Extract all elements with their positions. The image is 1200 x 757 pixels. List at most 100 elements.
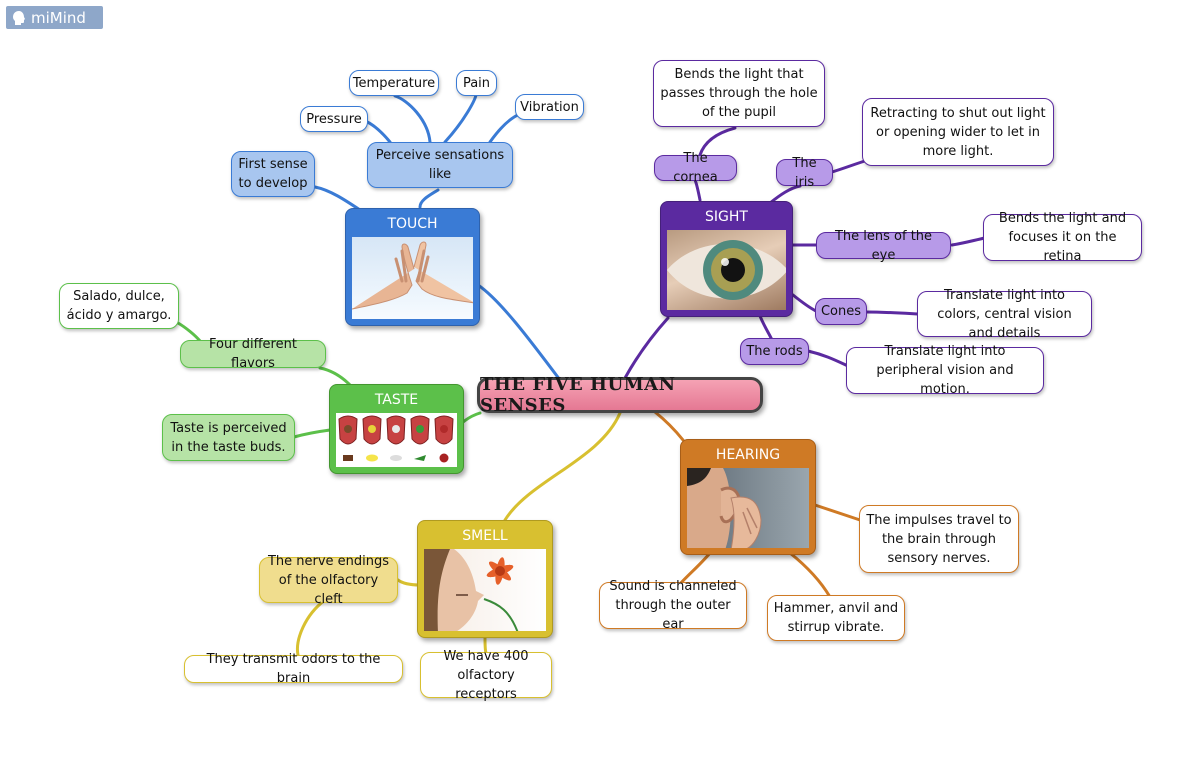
topic-touch-title: TOUCH — [387, 216, 438, 232]
sight-cornea-text: The cornea — [673, 151, 718, 185]
sight-cones-text: Cones — [820, 304, 862, 319]
mimind-logo[interactable]: miMind — [6, 6, 103, 29]
logo-text: miMind — [31, 8, 86, 27]
link-taste — [461, 411, 482, 424]
touch-temperature[interactable]: Temperature — [349, 70, 439, 96]
link-taste-flavors — [318, 366, 352, 387]
smell-transmit[interactable]: They transmit odors to the brain — [184, 652, 403, 686]
link-rods-desc — [806, 349, 850, 368]
sight-rods[interactable]: The rods — [740, 338, 809, 365]
link-perceive-vibration — [488, 112, 522, 144]
topic-smell[interactable]: SMELL — [417, 520, 553, 638]
topic-touch[interactable]: TOUCH — [345, 208, 480, 326]
eye-image — [667, 230, 786, 310]
taste-flavors-text: Four different flavors — [209, 337, 297, 371]
link-perceive-pain — [443, 93, 478, 144]
hearing-channeled-text: Sound is channeled through the outer ear — [609, 579, 737, 632]
link-iris-desc — [830, 158, 870, 174]
smell-transmit-text: They transmit odors to the brain — [206, 652, 381, 686]
sight-iris-text: The iris — [792, 155, 817, 190]
topic-sight[interactable]: SIGHT — [660, 201, 793, 317]
sight-rods-desc[interactable]: Translate light into peripheral vision a… — [846, 344, 1044, 397]
touch-perceive[interactable]: Perceive sensations like — [367, 142, 513, 188]
link-sight-rods — [758, 314, 774, 342]
taste-buds-text: Taste is perceived in the taste buds. — [170, 420, 287, 455]
topic-sight-title: SIGHT — [705, 209, 748, 225]
link-flavors-list — [176, 321, 202, 343]
link-smell — [503, 411, 622, 522]
smell-receptors-text: We have 400 olfactory receptors — [443, 648, 529, 702]
smell-nerve[interactable]: The nerve endings of the olfactory cleft — [259, 554, 398, 607]
sight-iris-desc-text: Retracting to shut out light or opening … — [870, 105, 1046, 159]
woman-flower-icon — [424, 549, 519, 631]
link-touch-perceive — [418, 188, 440, 209]
hearing-impulses-text: The impulses travel to the brain through… — [866, 512, 1012, 566]
smell-image — [424, 549, 546, 631]
touch-perceive-text: Perceive sensations like — [375, 148, 505, 182]
taste-flavors-list[interactable]: Salado, dulce, ácido y amargo. — [59, 283, 179, 329]
touch-pressure-text: Pressure — [306, 111, 362, 127]
hearing-channeled[interactable]: Sound is channeled through the outer ear — [599, 579, 747, 632]
head-icon — [13, 10, 25, 25]
topic-hearing[interactable]: HEARING — [680, 439, 816, 555]
link-perceive-temperature — [393, 94, 432, 144]
sight-cones[interactable]: Cones — [815, 298, 867, 325]
topic-hearing-title: HEARING — [715, 447, 781, 463]
link-hearing-impulses — [813, 503, 862, 522]
central-topic-title: THE FIVE HUMAN SENSES — [480, 374, 676, 416]
sight-rods-desc-text: Translate light into peripheral vision a… — [876, 344, 1014, 397]
touch-temperature-text: Temperature — [352, 75, 436, 91]
ear-image — [687, 468, 809, 548]
link-nerve-transmit — [295, 598, 327, 657]
link-hearing-channeled — [678, 551, 712, 586]
smell-receptors[interactable]: We have 400 olfactory receptors — [420, 649, 552, 702]
taste-flavors[interactable]: Four different flavors — [180, 337, 326, 371]
touch-pain[interactable]: Pain — [456, 70, 497, 96]
hearing-hammer[interactable]: Hammer, anvil and stirrup vibrate. — [767, 595, 905, 641]
link-hearing — [653, 410, 685, 442]
touching-hands-icon — [352, 241, 473, 310]
hearing-hammer-text: Hammer, anvil and stirrup vibrate. — [773, 601, 899, 635]
link-hearing-hammer — [788, 551, 832, 599]
smell-nerve-text: The nerve endings of the olfactory cleft — [267, 553, 390, 607]
sight-iris-desc[interactable]: Retracting to shut out light or opening … — [862, 98, 1054, 166]
link-sight-cones — [791, 293, 818, 313]
ear-icon — [687, 468, 762, 548]
sight-cones-desc-text: Translate light into colors, central vis… — [937, 287, 1072, 341]
topic-smell-title: SMELL — [462, 528, 508, 544]
touch-first-sense[interactable]: First sense to develop — [231, 151, 315, 197]
link-taste-buds — [292, 428, 332, 439]
link-touch — [476, 283, 562, 382]
sight-cornea[interactable]: The cornea — [654, 151, 737, 185]
taste-flavors-list-text: Salado, dulce, ácido y amargo. — [66, 289, 172, 323]
tongues-icon — [338, 415, 454, 463]
touch-pain-text: Pain — [462, 75, 491, 91]
eye-icon — [667, 240, 786, 300]
sight-iris[interactable]: The iris — [776, 156, 833, 190]
hands-image — [352, 237, 473, 319]
sight-cones-desc[interactable]: Translate light into colors, central vis… — [917, 288, 1092, 341]
link-cornea-desc — [698, 126, 737, 157]
link-sight — [623, 316, 670, 380]
sight-cornea-desc[interactable]: Bends the light that passes through the … — [653, 60, 825, 127]
tongues-image — [336, 413, 457, 467]
link-lens-desc — [950, 236, 987, 247]
central-topic[interactable]: THE FIVE HUMAN SENSES — [477, 374, 763, 416]
taste-buds[interactable]: Taste is perceived in the taste buds. — [162, 414, 295, 461]
link-touch-first — [313, 185, 362, 212]
sight-cornea-desc-text: Bends the light that passes through the … — [660, 67, 818, 120]
touch-vibration-text: Vibration — [520, 99, 579, 115]
sight-lens-desc[interactable]: Bends the light and focuses it on the re… — [983, 211, 1142, 264]
sight-lens[interactable]: The lens of the eye — [816, 229, 951, 263]
touch-first-sense-text: First sense to develop — [238, 157, 308, 191]
link-cones-desc — [864, 310, 920, 316]
sight-rods-text: The rods — [746, 344, 803, 359]
sight-lens-desc-text: Bends the light and focuses it on the re… — [998, 211, 1127, 264]
hearing-impulses[interactable]: The impulses travel to the brain through… — [859, 505, 1019, 573]
touch-vibration[interactable]: Vibration — [515, 94, 584, 120]
touch-pressure[interactable]: Pressure — [300, 106, 368, 132]
topic-taste-title: TASTE — [374, 392, 419, 408]
sight-lens-text: The lens of the eye — [834, 228, 933, 263]
topic-taste[interactable]: TASTE — [329, 384, 464, 474]
